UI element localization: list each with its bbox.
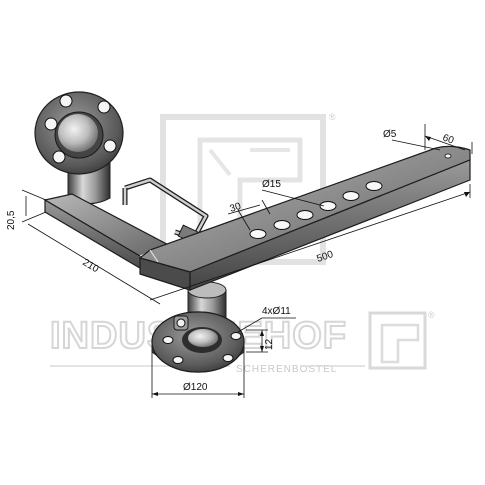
dim-base-thickness: 12 — [264, 338, 275, 350]
short-arm — [43, 193, 180, 276]
dimension-arrows — [152, 136, 470, 396]
dim-hole-diameter: Ø5 — [383, 129, 397, 140]
dim-length: 500 — [315, 249, 335, 265]
dim-base-holes: 4xØ11 — [262, 306, 291, 317]
dimension-lines — [21, 124, 473, 398]
dim-short-leg: 210 — [80, 257, 100, 275]
dim-hole-spacing: 30 — [229, 201, 243, 215]
watermark-logo-small: ® — [368, 310, 435, 370]
watermark-registered-mark: ® — [329, 112, 336, 122]
top-flange-disc — [34, 91, 124, 175]
dim-base-diameter: Ø120 — [183, 382, 208, 393]
watermark-subtitle: SCHERENBOSTEL — [236, 364, 337, 375]
watermark-registered-mark-small: ® — [428, 310, 435, 320]
arm-hole-row — [249, 181, 383, 239]
dim-end-width: 60 — [441, 132, 456, 146]
bottom-flange-disc — [151, 311, 245, 373]
dim-hole-row-diameter: Ø15 — [262, 179, 281, 190]
dim-thickness: 20,5 — [6, 210, 17, 230]
